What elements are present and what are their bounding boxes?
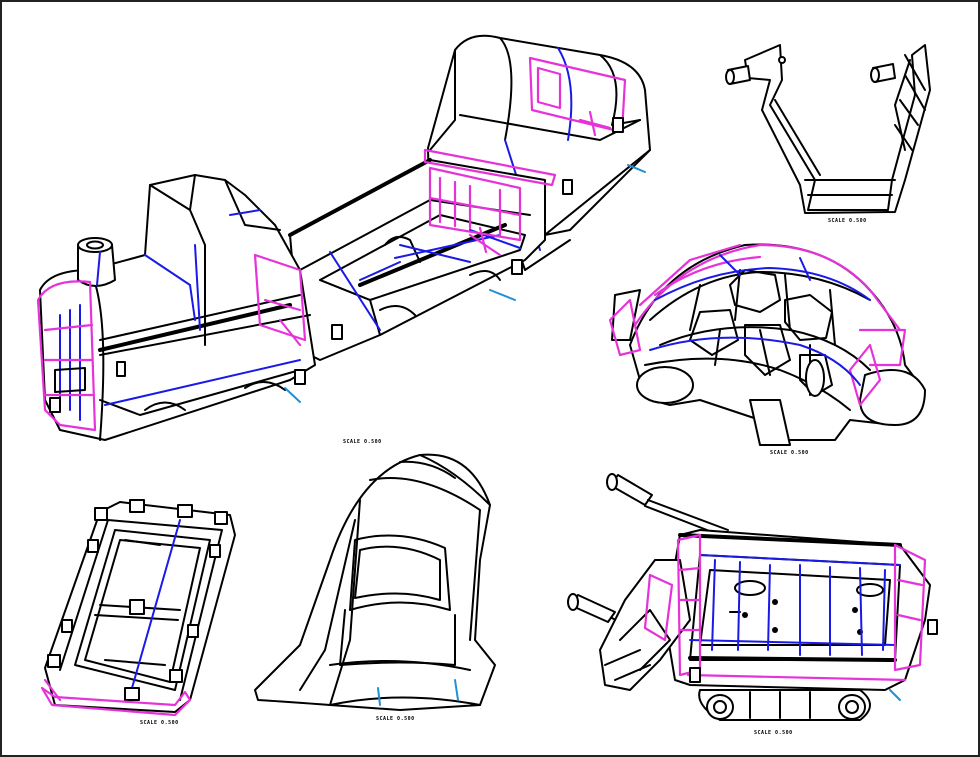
turtle-view <box>608 243 926 446</box>
train-middle-car <box>288 148 557 361</box>
rocket-scale-label: SCALE 0.500 <box>376 716 415 722</box>
tray-view <box>40 499 236 717</box>
train-scale-label: SCALE 0.500 <box>343 439 382 445</box>
tray-scale-label: SCALE 0.500 <box>140 720 179 726</box>
train-view <box>36 34 651 441</box>
turtle-scale-label: SCALE 0.500 <box>770 450 809 456</box>
rocket-view <box>254 453 496 711</box>
wagon-scale-label: SCALE 0.500 <box>754 730 793 736</box>
wagon-view <box>567 473 938 721</box>
bracket-scale-label: SCALE 0.500 <box>828 218 867 224</box>
train-locomotive <box>36 174 316 441</box>
bracket-view <box>725 44 931 214</box>
